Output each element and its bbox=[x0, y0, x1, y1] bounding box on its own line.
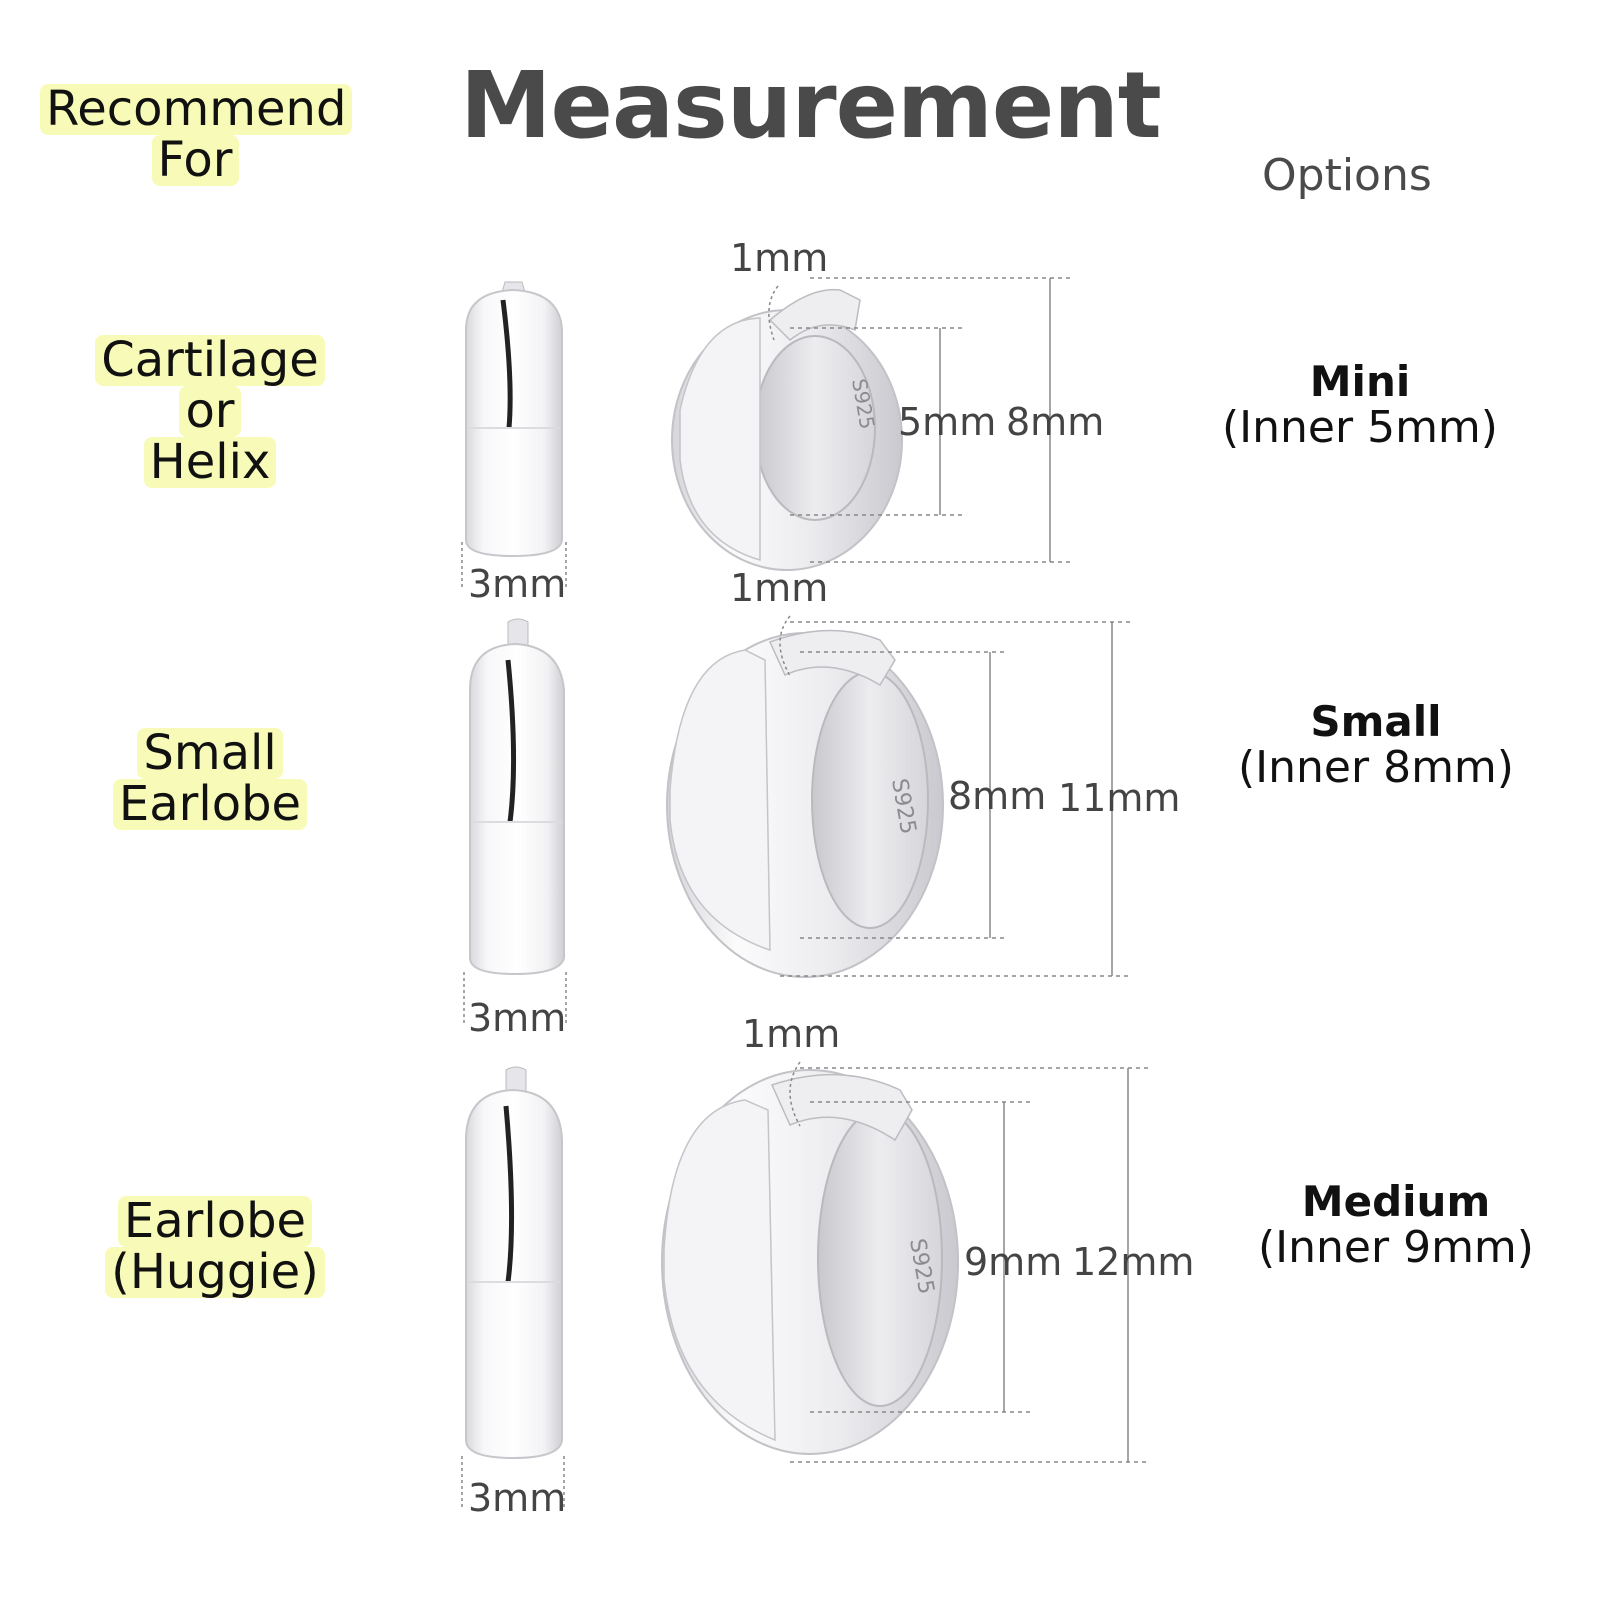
row2-guides bbox=[463, 615, 1132, 1025]
row-2-width-label: 3mm bbox=[468, 996, 567, 1040]
recommend-row-3: Earlobe (Huggie) bbox=[60, 1196, 370, 1298]
row-1-thickness-label: 1mm bbox=[730, 236, 829, 280]
options-header: Options bbox=[1262, 150, 1432, 201]
option-medium-inner: (Inner 9mm) bbox=[1258, 1222, 1534, 1274]
option-mini: Mini (Inner 5mm) bbox=[1220, 357, 1500, 454]
row-3-outer-label: 12mm bbox=[1072, 1240, 1195, 1284]
earring-front-view-3: S925 bbox=[661, 1069, 959, 1455]
option-small-name: Small bbox=[1310, 697, 1442, 746]
earring-side-view-1 bbox=[465, 281, 563, 558]
recommend-header-line2: For bbox=[151, 134, 239, 186]
earring-front-view-1 bbox=[671, 288, 903, 571]
earring-side-view-3 bbox=[465, 1066, 563, 1460]
row-2-inner-label: 8mm bbox=[948, 774, 1047, 818]
row-3-thickness-label: 1mm bbox=[742, 1012, 841, 1056]
earring-front-view-2: S925 bbox=[666, 629, 944, 978]
row-2-outer-label: 11mm bbox=[1058, 776, 1181, 820]
recommend-row-3-line2: (Huggie) bbox=[105, 1246, 325, 1298]
page-title: Measurement bbox=[460, 52, 1162, 159]
row3-guides bbox=[461, 1061, 1150, 1508]
recommend-row-1-line2: or bbox=[179, 385, 241, 437]
earring-side-view-2 bbox=[469, 618, 565, 976]
recommend-header-line1: Recommend bbox=[40, 84, 353, 135]
option-mini-name: Mini bbox=[1309, 357, 1411, 406]
option-medium: Medium (Inner 9mm) bbox=[1256, 1177, 1536, 1274]
option-small: Small (Inner 8mm) bbox=[1236, 697, 1516, 794]
recommend-row-3-line1: Earlobe bbox=[117, 1196, 313, 1247]
recommend-row-2-line2: Earlobe bbox=[112, 778, 308, 830]
option-small-inner: (Inner 8mm) bbox=[1238, 742, 1514, 794]
recommend-row-2: Small Earlobe bbox=[60, 728, 360, 830]
row-1-outer-label: 8mm bbox=[1006, 400, 1105, 444]
row-2-thickness-label: 1mm bbox=[730, 566, 829, 610]
recommend-row-1: Cartilage or Helix bbox=[60, 335, 360, 488]
recommend-row-1-line1: Cartilage bbox=[95, 335, 325, 386]
recommend-row-2-line1: Small bbox=[137, 728, 283, 779]
recommend-header: Recommend For bbox=[40, 84, 353, 186]
row1-guides bbox=[461, 277, 1072, 590]
row-3-inner-label: 9mm bbox=[964, 1240, 1063, 1284]
row-1-inner-label: 5mm bbox=[898, 400, 997, 444]
row-1-width-label: 3mm bbox=[468, 562, 567, 606]
option-mini-inner: (Inner 5mm) bbox=[1222, 402, 1498, 454]
row-3-width-label: 3mm bbox=[468, 1476, 567, 1520]
recommend-row-1-line3: Helix bbox=[143, 436, 277, 488]
option-medium-name: Medium bbox=[1301, 1177, 1491, 1226]
